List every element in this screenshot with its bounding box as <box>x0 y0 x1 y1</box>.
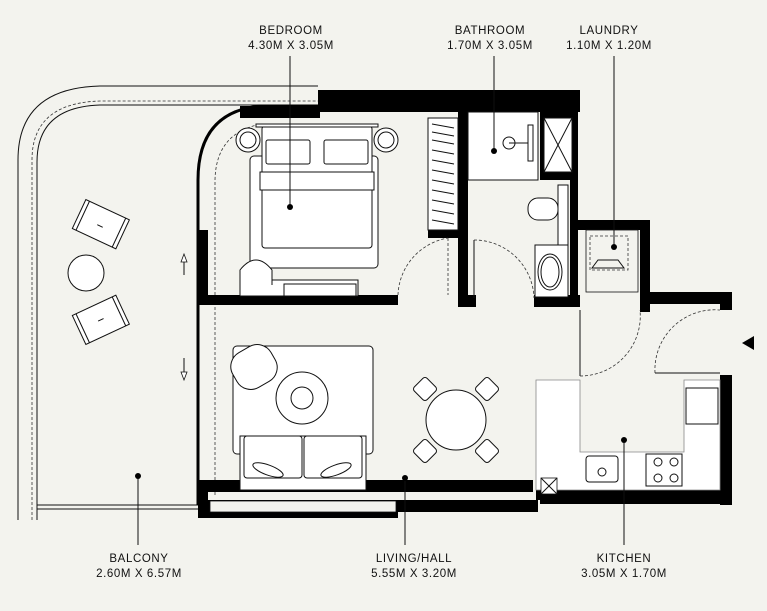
toilet-icon <box>527 184 569 256</box>
washing-machine-icon <box>585 229 639 293</box>
room-name: BALCONY <box>109 553 169 565</box>
armchair-icon <box>230 344 278 390</box>
room-dimensions: 4.30M X 3.05M <box>248 40 334 52</box>
side-table-icon <box>67 254 105 292</box>
sofa-icon <box>239 435 367 491</box>
label-dots <box>135 148 627 481</box>
room-label-laundry: LAUNDRY 1.10M X 1.20M <box>566 24 652 54</box>
room-label-bathroom: BATHROOM 1.70M X 3.05M <box>447 24 533 54</box>
room-dimensions: 5.55M X 3.20M <box>371 568 457 580</box>
room-dimensions: 2.60M X 6.57M <box>96 568 182 580</box>
sliding-door-arrow-icon <box>180 358 188 382</box>
room-name: LAUNDRY <box>579 25 639 37</box>
room-name: KITCHEN <box>596 553 652 565</box>
coffee-table-icon <box>275 371 329 425</box>
bed-icon <box>235 123 399 269</box>
room-name: BATHROOM <box>454 25 526 37</box>
room-label-living: LIVING/HALL 5.55M X 3.20M <box>371 552 457 582</box>
sink-icon <box>534 244 569 298</box>
room-dimensions: 1.70M X 3.05M <box>447 40 533 52</box>
shower-icon <box>467 111 573 181</box>
room-label-kitchen: KITCHEN 3.05M X 1.70M <box>581 552 667 582</box>
duct-icon <box>540 477 558 495</box>
kitchen-counter <box>535 379 721 491</box>
wardrobe-icon <box>427 117 459 231</box>
desk-icon <box>239 259 359 299</box>
lounge-chair-icon <box>71 198 131 250</box>
entrance-arrow-icon <box>742 336 754 350</box>
room-name: LIVING/HALL <box>375 553 453 565</box>
label-leaders <box>137 56 625 545</box>
sliding-door-arrow-icon <box>180 252 188 275</box>
room-dimensions: 1.10M X 1.20M <box>566 40 652 52</box>
room-name: BEDROOM <box>259 25 323 37</box>
room-label-balcony: BALCONY 2.60M X 6.57M <box>96 552 182 582</box>
kitchen-sink-icon <box>585 455 619 483</box>
room-dimensions: 3.05M X 1.70M <box>581 568 667 580</box>
stove-icon <box>645 453 683 487</box>
balcony-railing <box>17 85 318 520</box>
room-label-bedroom: BEDROOM 4.30M X 3.05M <box>248 24 334 54</box>
lounge-chair-icon <box>71 294 131 346</box>
dining-table-icon <box>413 377 499 463</box>
